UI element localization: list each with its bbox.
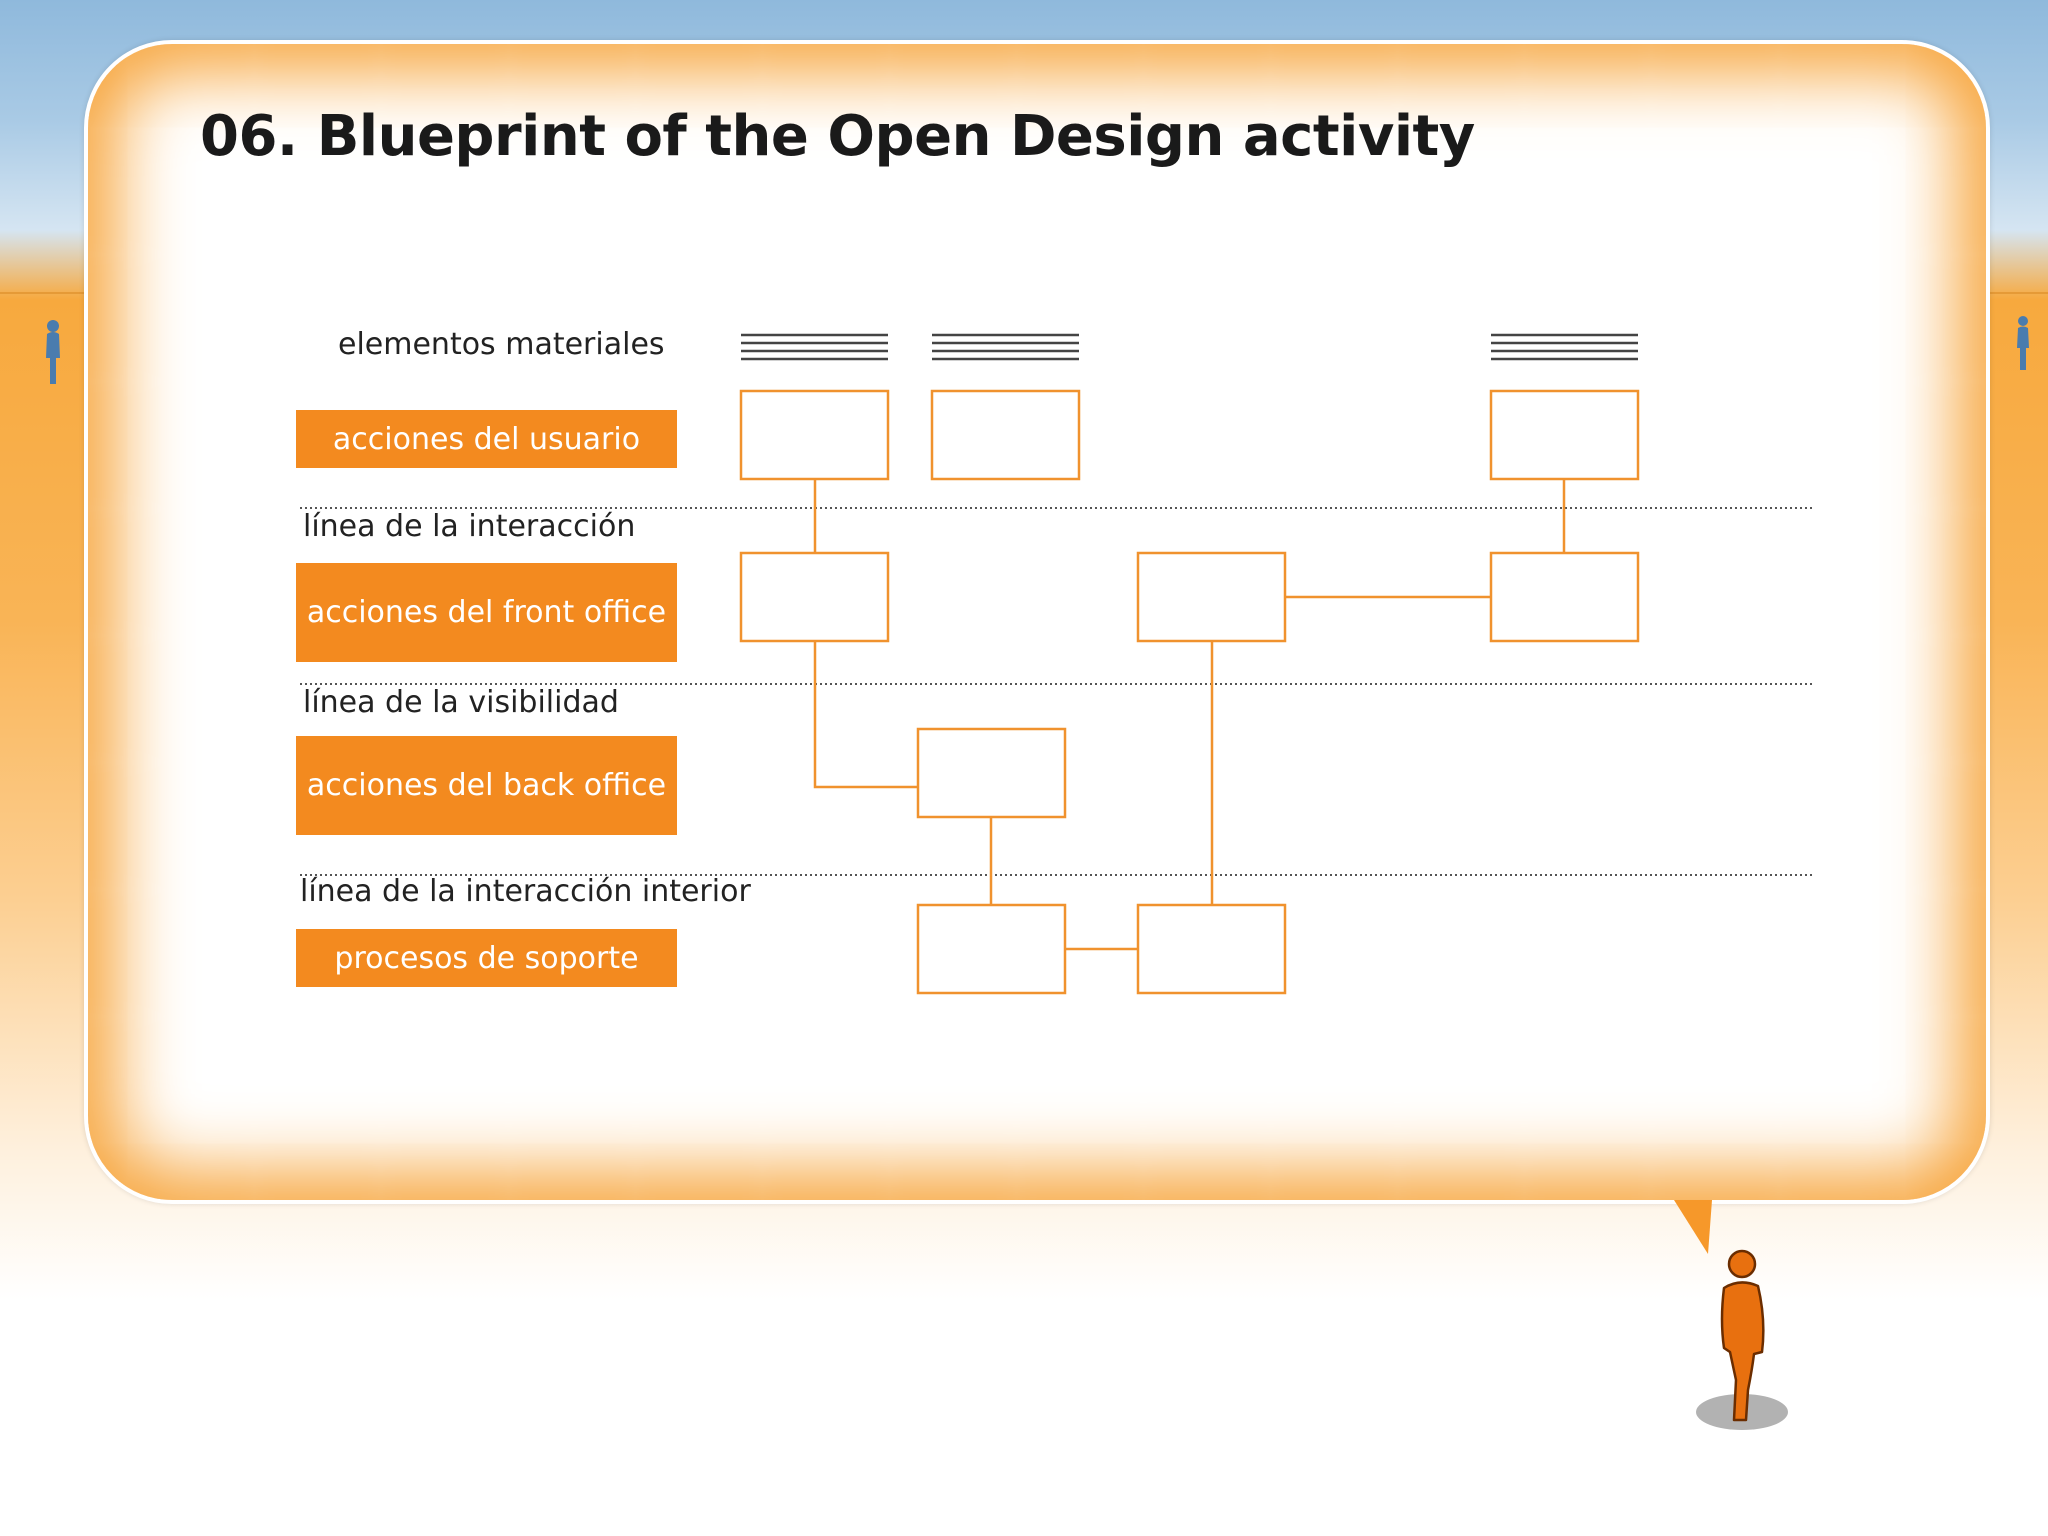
orange-person-figure bbox=[1696, 1249, 1788, 1430]
support-process-box-2 bbox=[1136, 903, 1287, 995]
connector-front1-back1 bbox=[813, 641, 918, 789]
separator-label-visibilidad: línea de la visibilidad bbox=[303, 685, 619, 720]
right-person-figure bbox=[2017, 316, 2029, 370]
lane-procesos-soporte: procesos de soporte bbox=[296, 929, 677, 987]
support-process-box-1 bbox=[916, 903, 1067, 995]
left-person-figure bbox=[46, 320, 60, 384]
user-action-box-3 bbox=[1489, 389, 1640, 481]
lane-front-office: acciones del front office bbox=[296, 563, 677, 662]
back-office-box-1 bbox=[916, 727, 1067, 819]
lane-acciones-usuario: acciones del usuario bbox=[296, 410, 677, 468]
speech-bubble-tail bbox=[1674, 1200, 1712, 1254]
separator-label-interaccion-interior: línea de la interacción interior bbox=[300, 874, 751, 909]
user-action-box-2 bbox=[930, 389, 1081, 481]
front-office-box-2 bbox=[1136, 551, 1287, 643]
material-element-2 bbox=[932, 333, 1079, 361]
separator-label-interaccion: línea de la interacción bbox=[303, 509, 636, 544]
material-element-1 bbox=[741, 333, 888, 361]
material-element-3 bbox=[1491, 333, 1638, 361]
slide-title: 06. Blueprint of the Open Design activit… bbox=[200, 104, 1475, 169]
user-action-box-1 bbox=[739, 389, 890, 481]
front-office-box-3 bbox=[1489, 551, 1640, 643]
header-label-elementos: elementos materiales bbox=[338, 327, 665, 362]
lane-back-office: acciones del back office bbox=[296, 736, 677, 835]
front-office-box-1 bbox=[739, 551, 890, 643]
